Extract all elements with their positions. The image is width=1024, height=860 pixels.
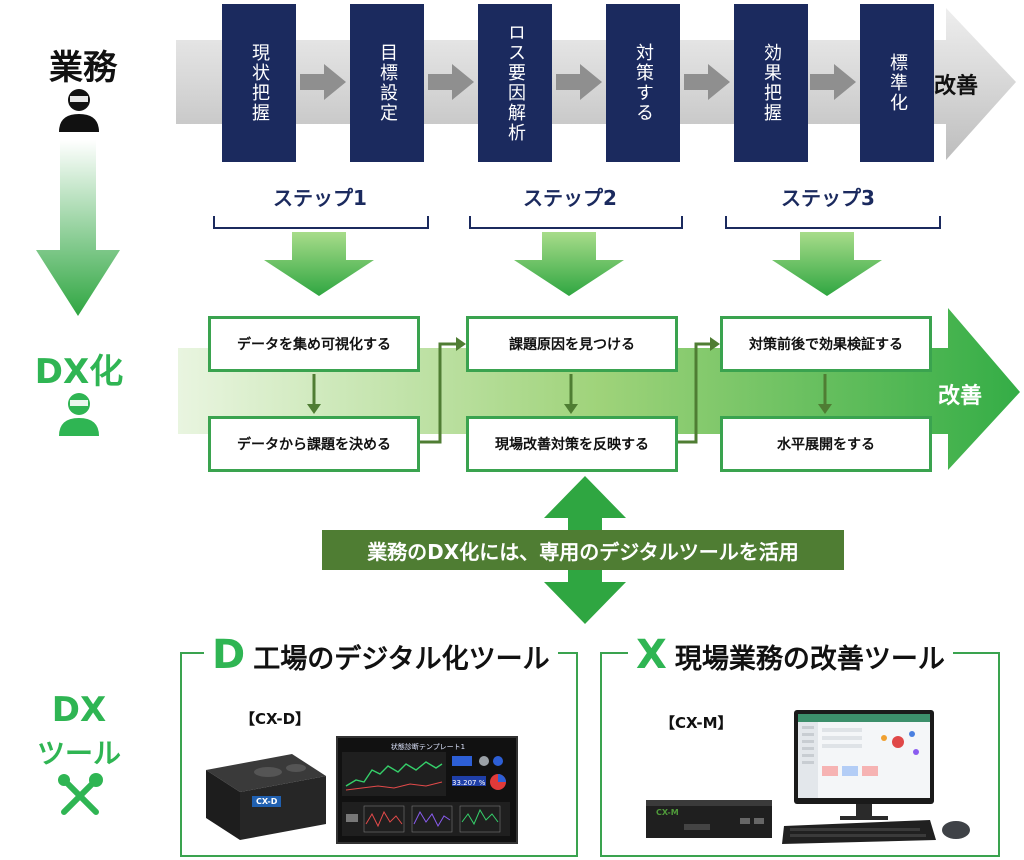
cxm-monitor — [782, 710, 970, 844]
dx-box-2: データから課題を決める — [208, 416, 420, 472]
step-group-3: ステップ3 — [781, 186, 875, 210]
flow-connectors — [307, 337, 832, 444]
process-end-label: 改善 — [934, 74, 979, 99]
step-arrow-icon — [428, 64, 474, 100]
dx-tool-label-1: DX — [51, 690, 107, 730]
person-icon — [59, 89, 99, 132]
step-box-3: ロス要因解析 — [478, 4, 552, 162]
cxd-screen-title: 状態診断テンプレート1 — [390, 743, 466, 751]
tool-letter-d: D — [212, 632, 246, 678]
dx-box-1: データを集め可視化する — [208, 316, 420, 372]
vertical-down-arrow — [36, 140, 120, 316]
person-icon — [59, 393, 99, 436]
dx-label: DX化 — [34, 352, 124, 392]
dx-banner: 業務のDX化には、専用のデジタルツールを活用 — [322, 530, 844, 570]
down-arrows — [264, 232, 882, 296]
step-box-6: 標準化 — [860, 4, 934, 162]
cxm-device-label: CX-M — [656, 808, 679, 817]
product-label-cxd: 【CX-D】 — [240, 710, 311, 728]
dx-end-label: 改善 — [938, 384, 983, 409]
step-box-4: 対策する — [606, 4, 680, 162]
dx-box-5: 対策前後で効果検証する — [720, 316, 932, 372]
tool-name-x: 現場業務の改善ツール — [674, 644, 945, 675]
dx-box-6: 水平展開をする — [720, 416, 932, 472]
cxd-readout: 33.207 % — [452, 779, 486, 787]
step-arrow-icon — [810, 64, 856, 100]
step-brackets — [213, 216, 941, 229]
cxd-device-label: CX-D — [252, 796, 282, 807]
dx-box-4: 現場改善対策を反映する — [466, 416, 678, 472]
tool-name-d: 工場のデジタル化ツール — [253, 644, 550, 675]
product-label-cxm: 【CX-M】 — [660, 714, 733, 732]
cxm-device-image — [646, 800, 772, 838]
tools-icon — [58, 773, 103, 815]
step-arrow-icon — [300, 64, 346, 100]
cxd-device-image — [206, 754, 326, 840]
step-box-1: 現状把握 — [222, 4, 296, 162]
gyomu-label: 業務 — [49, 48, 117, 88]
step-box-5: 効果把握 — [734, 4, 808, 162]
dx-box-3: 課題原因を見つける — [466, 316, 678, 372]
step-group-2: ステップ2 — [523, 186, 617, 210]
dx-tool-label-2: ツール — [36, 737, 121, 770]
tool-letter-x: X — [636, 632, 667, 678]
cxd-screen — [342, 752, 510, 836]
step-group-1: ステップ1 — [273, 186, 367, 210]
step-arrow-icon — [556, 64, 602, 100]
step-box-2: 目標設定 — [350, 4, 424, 162]
step-arrow-icon — [684, 64, 730, 100]
